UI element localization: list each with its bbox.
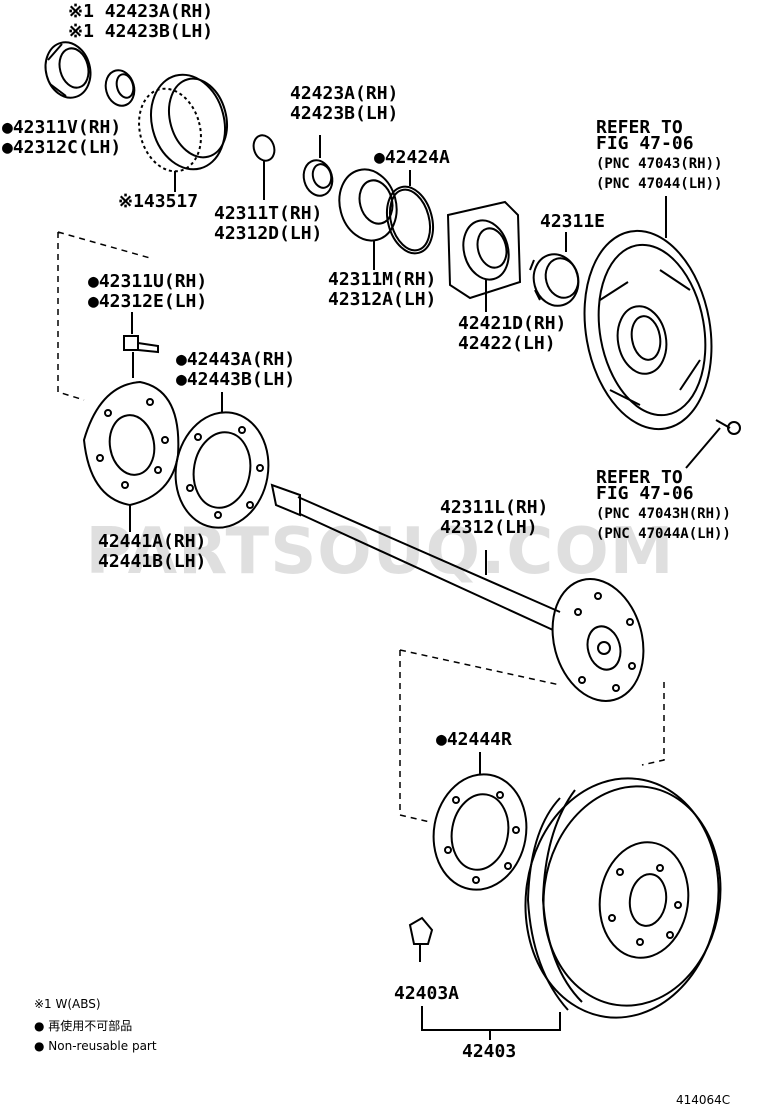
label-42312C: ●42312C(LH) (2, 137, 122, 158)
label-42443B: ●42443B(LH) (176, 369, 296, 390)
label-42311U: ●42311U(RH) (88, 271, 208, 292)
gasket-42444R (432, 752, 528, 891)
assembly-dashed-line-1 (57, 231, 151, 401)
label-42311V: ●42311V(RH) (2, 117, 122, 138)
label-42423A-top: ※1 42423A(RH) (68, 1, 214, 22)
refer1-line2: FIG 47-06 (596, 133, 694, 154)
label-42311E: 42311E (540, 211, 606, 232)
backing-plate (583, 196, 713, 431)
legend-non-reusable-jp: ● 再使用不可部品 (34, 1019, 133, 1033)
figure-id: 414064C (676, 1093, 731, 1107)
label-42312A: 42312A(LH) (328, 289, 437, 310)
legend-abs-note: ※1 W(ABS) (34, 997, 101, 1011)
refer1-pnc1: (PNC 47043(RH)) (596, 156, 723, 172)
screw-47043H (685, 419, 741, 469)
callout-bracket-42403 (421, 1006, 561, 1040)
label-42403: 42403 (462, 1041, 517, 1062)
hole-plug-42403A (408, 916, 434, 962)
bearing-42311M (338, 168, 398, 270)
label-42444R: ●42444R (436, 729, 512, 750)
refer2-line2: FIG 47-06 (596, 483, 694, 504)
label-42311L: 42311L(RH) (440, 497, 549, 518)
bearing-42311E (529, 232, 580, 307)
assembly-dashed-line-2 (399, 649, 665, 823)
label-42311T: 42311T(RH) (214, 203, 323, 224)
refer2-pnc1: (PNC 47043H(RH)) (596, 506, 731, 522)
label-42312: 42312(LH) (440, 517, 538, 538)
label-42421D: 42421D(RH) (458, 313, 567, 334)
o-ring-42424A (385, 170, 435, 255)
legend-non-reusable-en: ● Non-reusable part (34, 1039, 157, 1053)
refer2-pnc2: (PNC 47044A(LH)) (596, 526, 731, 542)
watermark: PARTSOUQ.COM (85, 515, 675, 589)
axle-shaft-42311L (270, 483, 645, 702)
bearing-retainer-42421D (446, 200, 522, 312)
gasket-42443A (174, 392, 270, 529)
abs-ring-43517 (138, 73, 228, 192)
label-42312D: 42312D(LH) (214, 223, 323, 244)
label-42422: 42422(LH) (458, 333, 556, 354)
refer2-line1: REFER TO (596, 467, 683, 488)
oil-seal-42311V (44, 41, 92, 99)
label-42441A: 42441A(RH) (98, 531, 207, 552)
refer1-pnc2: (PNC 47044(LH)) (596, 176, 723, 192)
label-42423B: 42423B(LH) (290, 103, 399, 124)
hub-bolt-42311U (123, 312, 159, 378)
bearing-42423A (302, 135, 334, 197)
label-42311M: 42311M(RH) (328, 269, 437, 290)
label-42403A: 42403A (394, 983, 460, 1004)
bearing-42423A-top (104, 69, 136, 107)
snap-ring-42311T (252, 134, 276, 200)
label-42441B: 42441B(LH) (98, 551, 207, 572)
label-42423B-top: ※1 42423B(LH) (68, 21, 214, 42)
label-42443A: ●42443A(RH) (176, 349, 296, 370)
label-43517: ※143517 (118, 191, 199, 212)
label-42424A: ●42424A (374, 147, 450, 168)
bearing-retainer-42441A (82, 380, 180, 532)
label-42312E: ●42312E(LH) (88, 291, 208, 312)
label-42423A: 42423A(RH) (290, 83, 399, 104)
refer1-line1: REFER TO (596, 117, 683, 138)
brake-drum-42403 (524, 777, 722, 1019)
